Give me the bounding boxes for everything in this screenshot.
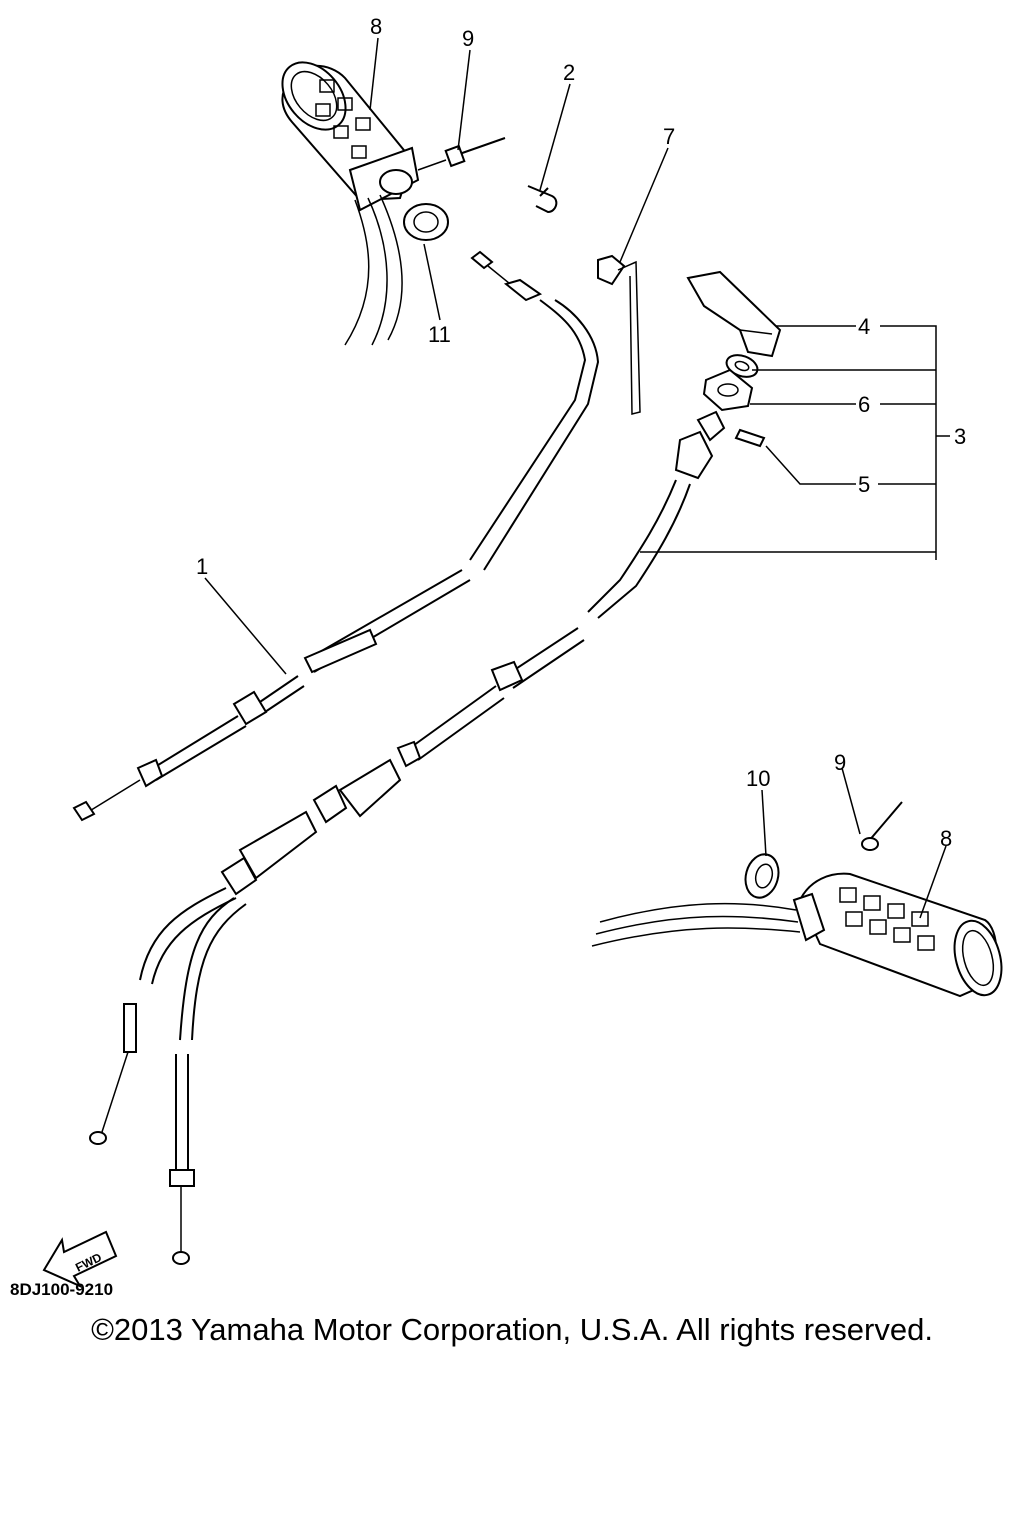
callout-3: 3: [954, 424, 966, 449]
callout-9-lower: 9: [834, 750, 846, 775]
screw-upper: [417, 137, 506, 171]
pin-5: [734, 428, 766, 448]
diagram-code: 8DJ100-9210: [10, 1280, 114, 1299]
copyright-notice: ©2013 Yamaha Motor Corporation, U.S.A. A…: [91, 1312, 933, 1347]
throttle-housing-4: [686, 270, 782, 358]
leader-lines: [204, 37, 950, 919]
callout-11: 11: [428, 322, 451, 347]
screw-lower: [861, 801, 903, 851]
callout-4: 4: [858, 314, 870, 339]
callout-7: 7: [663, 124, 675, 149]
grip-lower-right: [591, 872, 1003, 998]
washer-4: [725, 354, 759, 378]
band-7: [597, 254, 641, 415]
callout-9-upper: 9: [462, 26, 474, 51]
cable-1: [72, 250, 600, 822]
callout-8-upper: 8: [370, 14, 382, 39]
callout-10: 10: [746, 766, 770, 791]
callout-1: 1: [196, 554, 208, 579]
callout-8-lower: 8: [940, 826, 952, 851]
nut-6: [702, 368, 754, 412]
callout-6: 6: [858, 392, 870, 417]
collar-11: [403, 203, 449, 241]
fwd-arrow: FWD: [42, 1230, 118, 1289]
parts-diagram: FWD 8 9 2 7 11 4 6 3 5 1 10 9 8: [42, 14, 1003, 1289]
cable-3: [89, 410, 726, 1265]
callout-2: 2: [563, 60, 575, 85]
grip-upper-left: [281, 61, 420, 346]
clip-2: [527, 185, 558, 214]
callout-5: 5: [858, 472, 870, 497]
collar-10: [744, 853, 780, 899]
